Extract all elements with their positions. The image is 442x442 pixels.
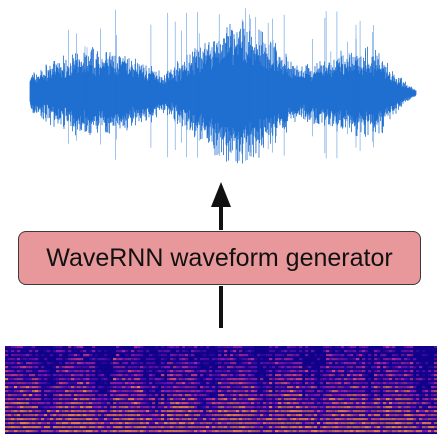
upper-arrow: [211, 182, 231, 230]
generator-box: WaveRNN waveform generator: [18, 231, 421, 285]
mel-spectrogram-image: [5, 346, 437, 434]
up-arrow-icon: [211, 182, 231, 207]
waveform-image: [29, 8, 417, 164]
generator-label: WaveRNN waveform generator: [46, 243, 393, 272]
